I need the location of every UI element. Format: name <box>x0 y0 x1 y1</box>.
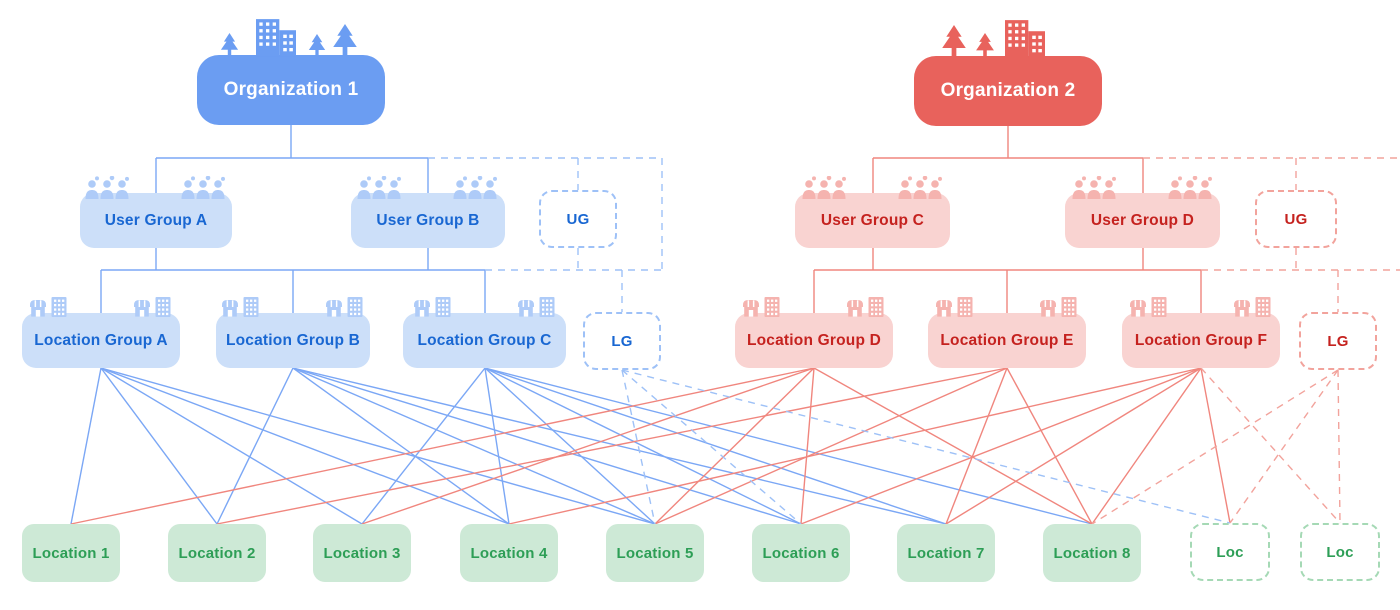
connector-line <box>654 367 815 525</box>
node-location-5: Location 5 <box>606 524 704 582</box>
node-label: Location 1 <box>32 544 110 562</box>
node-label: Location 5 <box>616 544 694 562</box>
connector-line <box>800 367 815 525</box>
connector-line <box>292 367 510 525</box>
node-location-group-placeholder-blue: LG <box>583 312 661 370</box>
node-label: Loc <box>1216 543 1244 561</box>
node-location-4: Location 4 <box>460 524 558 582</box>
connector-line <box>945 367 1008 525</box>
people-icon <box>1068 176 1218 199</box>
node-location-group-a: Location Group A <box>22 297 180 368</box>
node-label: Location 8 <box>1053 544 1131 562</box>
node-location-8: Location 8 <box>1043 524 1141 582</box>
node-label: Location Group C <box>417 331 552 349</box>
connector-line <box>813 367 1093 525</box>
node-location-6: Location 6 <box>752 524 850 582</box>
connector-line <box>484 367 510 525</box>
node-label: UG <box>566 210 590 228</box>
node-label: UG <box>1284 210 1308 228</box>
shops-icon <box>26 295 176 317</box>
node-user-group-d: User Group D <box>1065 176 1220 248</box>
node-location-3: Location 3 <box>313 524 411 582</box>
connector-line <box>292 367 802 525</box>
connector-line <box>1091 369 1339 525</box>
node-location-2: Location 2 <box>168 524 266 582</box>
connector-line <box>100 367 656 525</box>
node-user-group-placeholder-red: UG <box>1255 190 1337 248</box>
node-user-group-c: User Group C <box>795 176 950 248</box>
connector-line <box>654 367 1008 525</box>
connector-line <box>1200 367 1231 524</box>
node-label: Location 3 <box>323 544 401 562</box>
people-icon <box>798 176 948 199</box>
shops-icon <box>410 295 560 317</box>
connector-line <box>1200 367 1341 524</box>
node-label: User Group D <box>1090 211 1195 229</box>
node-label: User Group A <box>104 211 208 229</box>
shops-icon <box>218 295 368 317</box>
node-location-group-d: Location Group D <box>735 297 893 368</box>
skyline-b-icon <box>925 11 1091 58</box>
connector-line <box>1006 367 1093 525</box>
connector-line <box>361 367 815 525</box>
node-label: Location Group F <box>1134 331 1268 349</box>
node-label: Location 6 <box>762 544 840 562</box>
node-org1: Organization 1 <box>197 19 385 125</box>
connector-line <box>621 369 1231 524</box>
node-label: Location Group A <box>34 331 168 349</box>
node-location-group-e: Location Group E <box>928 297 1086 368</box>
node-label: LG <box>611 332 633 350</box>
node-label: User Group C <box>820 211 925 229</box>
connector-line <box>70 367 815 525</box>
node-user-group-a: User Group A <box>80 176 232 248</box>
node-org2: Organization 2 <box>914 20 1102 126</box>
node-location-1: Location 1 <box>22 524 120 582</box>
connector-line <box>621 369 656 525</box>
node-label: LG <box>1327 332 1349 350</box>
connector-line <box>100 367 510 525</box>
node-label: User Group B <box>376 211 480 229</box>
connector-line <box>945 367 1202 525</box>
connector-line <box>70 367 102 525</box>
node-location-7: Location 7 <box>897 524 995 582</box>
connector-line <box>100 367 363 525</box>
connector-line <box>484 367 802 525</box>
node-location-placeholder-1: Loc <box>1190 523 1270 581</box>
node-location-group-b: Location Group B <box>216 297 370 368</box>
connector-line <box>484 367 1093 525</box>
node-location-group-placeholder-red: LG <box>1299 312 1377 370</box>
connector-line <box>508 367 1202 525</box>
node-location-group-f: Location Group F <box>1122 297 1280 368</box>
people-icon <box>81 176 231 199</box>
connector-line <box>1229 369 1339 524</box>
node-location-group-c: Location Group C <box>403 297 566 368</box>
connector-line <box>292 367 656 525</box>
node-label: Location Group D <box>746 331 882 349</box>
connector-line <box>361 367 486 525</box>
connector-line <box>216 367 294 525</box>
node-location-placeholder-2: Loc <box>1300 523 1380 581</box>
node-label: Location Group E <box>940 331 1074 349</box>
node-label: Location 2 <box>178 544 256 562</box>
shops-icon <box>1126 295 1276 317</box>
shops-icon <box>739 295 889 317</box>
node-label: Organization 1 <box>223 79 359 100</box>
connector-line <box>800 367 1202 525</box>
node-user-group-placeholder-blue: UG <box>539 190 617 248</box>
node-label: Location Group B <box>225 331 361 349</box>
skyline-a-icon <box>208 10 374 57</box>
node-user-group-b: User Group B <box>351 176 505 248</box>
connector-line <box>216 367 1008 525</box>
connector-line <box>292 367 947 525</box>
people-icon <box>353 176 503 199</box>
connector-line <box>1091 367 1202 525</box>
node-label: Loc <box>1326 543 1354 561</box>
connector-line <box>621 369 802 525</box>
node-label: Location 4 <box>470 544 548 562</box>
node-label: Location 7 <box>907 544 985 562</box>
node-label: Organization 2 <box>940 80 1076 101</box>
shops-icon <box>932 295 1082 317</box>
